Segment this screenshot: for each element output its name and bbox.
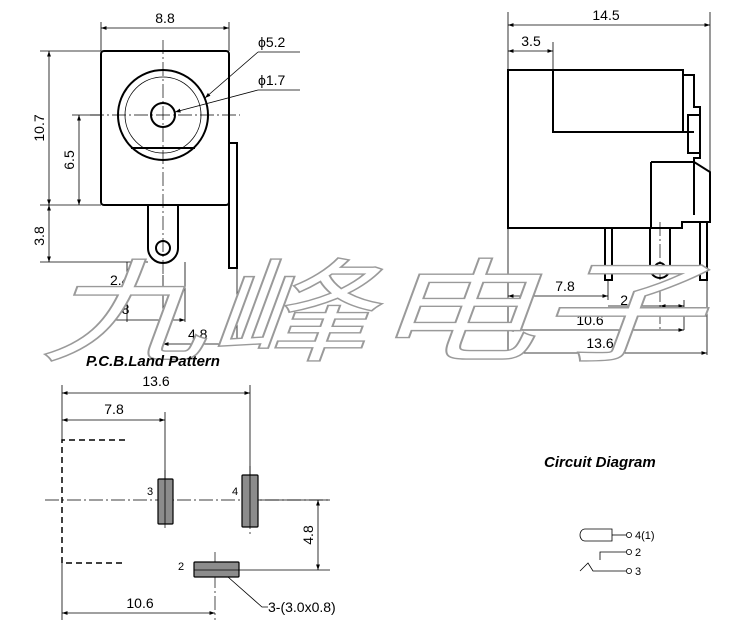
front-view: 8.8 ϕ5.2 ϕ1.7 10.7 6.5 3.8 2.4 2.8 4.8 bbox=[31, 10, 300, 346]
pad-2 bbox=[193, 561, 240, 578]
side-dim-a-label: 7.8 bbox=[555, 278, 575, 294]
front-width-label: 8.8 bbox=[155, 10, 175, 26]
circuit-pin-3: 3 bbox=[635, 566, 641, 578]
spring-contact bbox=[579, 562, 626, 572]
pin-offset-2-label: 2.8 bbox=[110, 301, 130, 317]
jack-body-front bbox=[100, 50, 230, 206]
side-dim-b-label: 2.4 bbox=[620, 292, 640, 308]
circuit-pin-2: 2 bbox=[635, 547, 641, 559]
plug-symbol bbox=[579, 528, 604, 542]
side-depth-label: 14.5 bbox=[592, 7, 619, 23]
pad-4-label: 4 bbox=[232, 486, 238, 498]
side-pin-left bbox=[604, 228, 613, 281]
side-dim-c-label: 10.6 bbox=[576, 312, 603, 328]
jack-body-side bbox=[507, 69, 711, 229]
pad-2-label: 2 bbox=[178, 561, 184, 573]
side-dim-d-label: 13.6 bbox=[586, 335, 613, 351]
pcb-title: P.C.B.Land Pattern bbox=[86, 353, 220, 370]
pad-3 bbox=[157, 478, 174, 525]
pad-3-label: 3 bbox=[147, 486, 153, 498]
pin-length-label: 3.8 bbox=[31, 226, 47, 246]
front-height-label: 10.7 bbox=[31, 114, 47, 141]
side-front-depth-label: 3.5 bbox=[521, 33, 541, 49]
side-view: 14.5 3.5 7.8 2.4 10.6 13.6 bbox=[507, 7, 711, 355]
pcb-total-label: 13.6 bbox=[142, 373, 169, 389]
pin-offset-3-label: 4.8 bbox=[188, 326, 208, 342]
pcb-outline bbox=[61, 439, 125, 564]
pin-offset-1-label: 2.4 bbox=[110, 272, 130, 288]
circuit-diagram: Circuit Diagram 4(1) 2 3 bbox=[544, 454, 656, 578]
inner-dia-label: ϕ1.7 bbox=[258, 72, 286, 88]
pcb-pad-dist-label: 7.8 bbox=[104, 401, 124, 417]
circuit-title: Circuit Diagram bbox=[544, 454, 656, 471]
watermark: 九峰电子 bbox=[40, 249, 710, 379]
side-pin-right bbox=[699, 222, 708, 281]
pcb-vertical-label: 4.8 bbox=[300, 525, 316, 545]
circuit-pin-4: 4(1) bbox=[635, 530, 655, 542]
pcb-land-pattern: P.C.B.Land Pattern 3 4 2 13.6 7.8 bbox=[45, 353, 336, 620]
pcb-pads-note: 3-(3.0x0.8) bbox=[268, 599, 336, 615]
pcb-pad-dist-2-label: 10.6 bbox=[126, 595, 153, 611]
center-height-label: 6.5 bbox=[61, 150, 77, 170]
outer-dia-label: ϕ5.2 bbox=[258, 34, 286, 50]
